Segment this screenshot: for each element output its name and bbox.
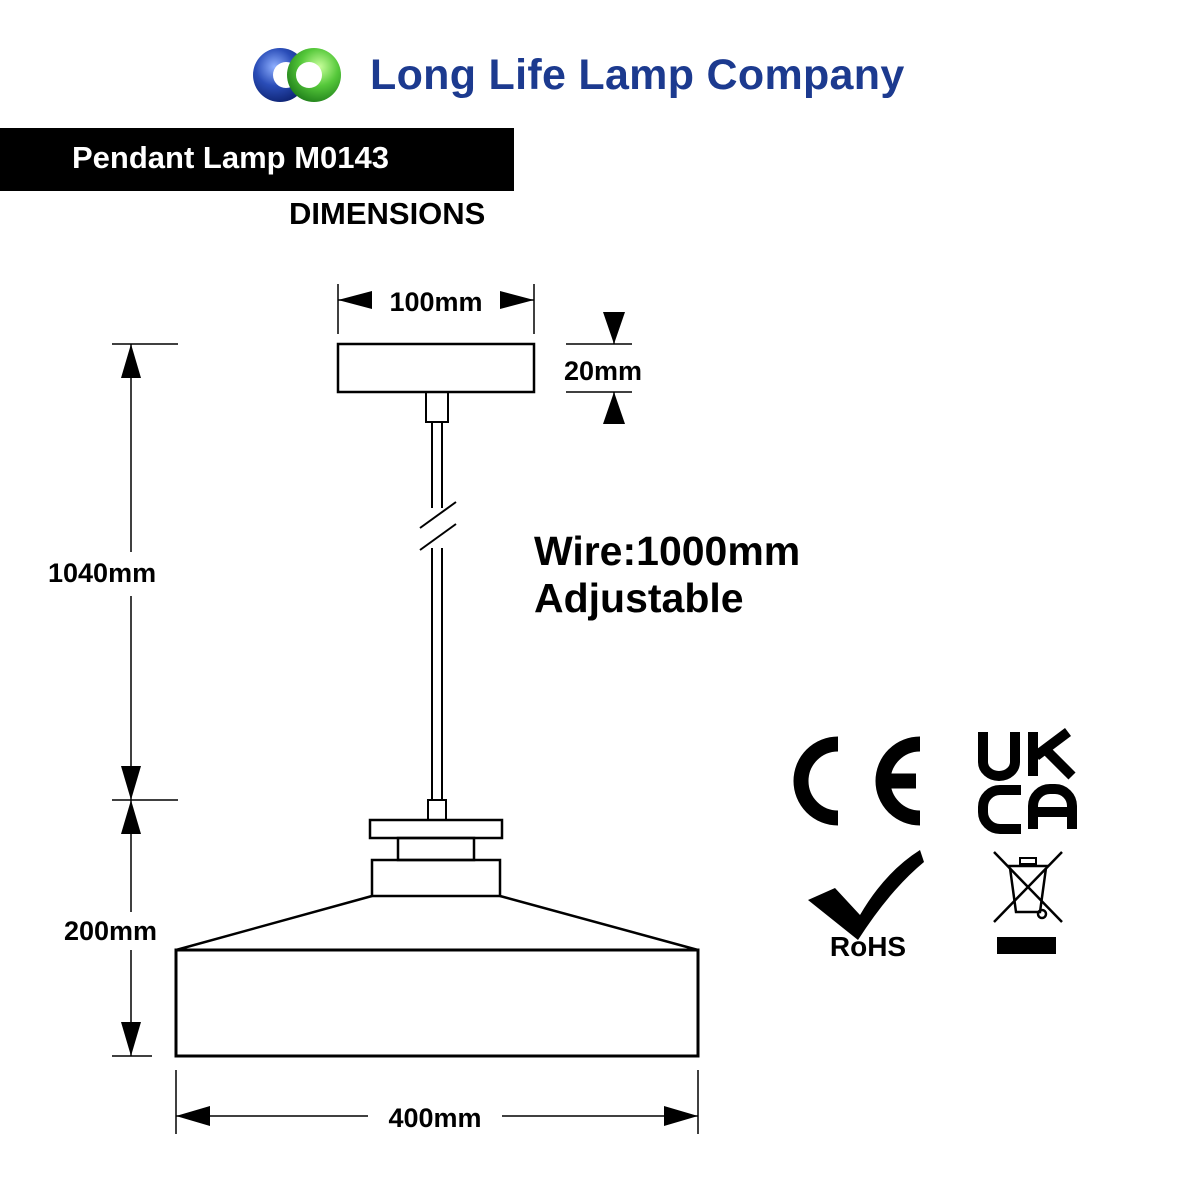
- canopy-connector: [425, 391, 449, 423]
- shade-collar: [370, 858, 502, 898]
- rohs-label: RoHS: [830, 931, 906, 962]
- holder-plate: [368, 818, 504, 840]
- shade-body: [174, 948, 700, 1058]
- rohs-mark-icon: RoHS: [808, 850, 924, 962]
- cord-grip: [427, 799, 447, 821]
- wire-length-note: Wire:1000mm: [534, 528, 800, 574]
- company-logo-icon: [253, 48, 341, 102]
- shade-height-label: 200mm: [64, 916, 157, 946]
- wire-adjustable-note: Adjustable: [534, 575, 744, 621]
- shade-top: [175, 894, 699, 952]
- shade-width-label: 400mm: [388, 1103, 481, 1133]
- company-name: Long Life Lamp Company: [370, 50, 905, 99]
- wire-break-marks: [419, 501, 457, 551]
- ukca-mark-icon: [978, 728, 1077, 834]
- ce-mark-icon: [793, 736, 921, 826]
- holder-neck: [396, 836, 476, 862]
- section-heading: DIMENSIONS: [289, 196, 486, 231]
- crossed-out-wheelie-bin-icon: [993, 851, 1063, 954]
- total-height-label: 1040mm: [48, 558, 156, 588]
- product-title-bar: Pendant Lamp M0143: [0, 128, 514, 191]
- brand-header: Long Life Lamp Company: [250, 40, 905, 110]
- ceiling-canopy: [336, 342, 536, 394]
- product-title: Pendant Lamp M0143: [72, 140, 389, 175]
- canopy-height-label: 20mm: [564, 356, 642, 386]
- canopy-width-label: 100mm: [389, 287, 482, 317]
